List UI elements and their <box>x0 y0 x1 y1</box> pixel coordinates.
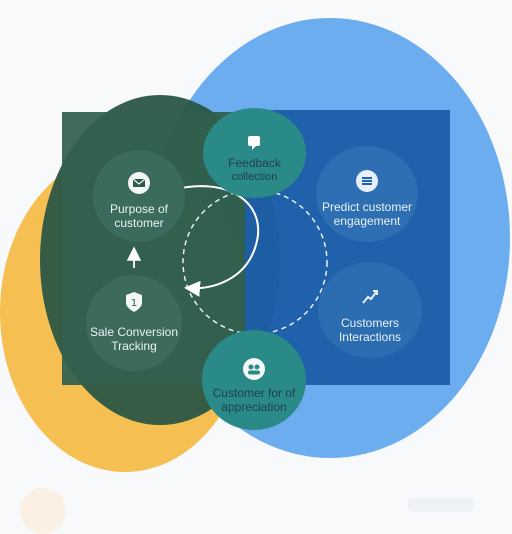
chat-icon <box>242 130 268 156</box>
node-customers[interactable]: Customers Interactions <box>318 262 422 358</box>
mail-icon <box>126 170 152 196</box>
node-customers-line1: Customers <box>340 316 399 330</box>
faint-decor-rect <box>408 498 474 512</box>
node-appreciation-line1: Customer for of <box>212 386 296 400</box>
node-sale-line1: Sale Conversion <box>89 325 179 339</box>
node-feedback[interactable]: Feedback collection <box>203 108 306 198</box>
node-purpose-line2: customer <box>114 216 164 230</box>
arrow-curve-main <box>171 185 260 297</box>
faint-decor-circle <box>20 488 66 534</box>
people-icon <box>241 356 267 382</box>
node-predict-line2: engagement <box>333 214 401 228</box>
badge-icon: 1 <box>121 289 147 315</box>
svg-text:1: 1 <box>131 298 137 309</box>
node-purpose-line1: Purpose of <box>109 202 169 216</box>
node-customers-line2: Interactions <box>338 330 402 344</box>
growth-icon <box>357 284 383 310</box>
node-purpose[interactable]: Purpose of customer <box>93 150 185 242</box>
node-sale[interactable]: 1 Sale Conversion Tracking <box>86 275 182 371</box>
node-appreciation[interactable]: Customer for of appreciation <box>202 330 306 430</box>
node-sale-line2: Tracking <box>111 339 157 353</box>
node-appreciation-line2: appreciation <box>221 400 287 414</box>
flow-arrows <box>126 185 328 335</box>
node-feedback-line2: collection <box>231 171 278 183</box>
dashed-cycle-ring <box>182 189 328 335</box>
node-predict-line1: Predict customer <box>321 200 413 214</box>
list-icon <box>354 168 380 194</box>
node-feedback-line1: Feedback <box>228 156 281 170</box>
node-predict[interactable]: Predict customer engagement <box>316 146 418 242</box>
